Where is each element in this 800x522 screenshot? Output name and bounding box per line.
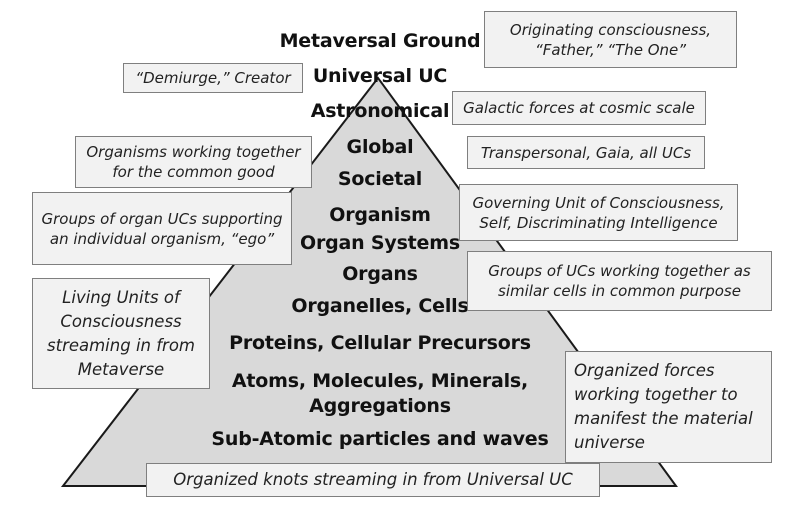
callout-transpersonal: Transpersonal, Gaia, all UCs [467,136,705,169]
callout-living-units: Living Units of Consciousness streaming … [32,278,210,389]
level-sub-atomic: Sub-Atomic particles and waves [211,428,549,450]
callout-organ-ucs: Groups of organ UCs supporting an indivi… [32,192,292,265]
level-global: Global [346,136,414,158]
level-organ-systems: Organ Systems [300,232,460,254]
level-organs: Organs [342,263,418,285]
callout-groups-cells: Groups of UCs working together as simila… [467,251,772,311]
level-metaversal-ground: Metaversal Ground [279,30,481,52]
level-universal-uc: Universal UC [312,65,448,87]
level-proteins: Proteins, Cellular Precursors [229,332,531,354]
callout-organisms-together: Organisms working together for the commo… [75,136,312,188]
level-organelles-cells: Organelles, Cells [291,295,469,317]
level-atoms: Atoms, Molecules, Minerals, [231,370,529,392]
level-aggregations: Aggregations [309,395,451,417]
level-astronomical: Astronomical [310,100,450,122]
level-organism: Organism [329,204,431,226]
callout-governing-unit: Governing Unit of Consciousness, Self, D… [459,184,738,241]
callout-galactic-forces: Galactic forces at cosmic scale [452,91,706,125]
level-societal: Societal [337,168,423,190]
callout-organized-forces: Organized forces working together to man… [565,351,772,463]
callout-demiurge: “Demiurge,” Creator [123,63,303,93]
callout-originating-consciousness: Originating consciousness, “Father,” “Th… [484,11,737,68]
callout-organized-knots: Organized knots streaming in from Univer… [146,463,600,497]
